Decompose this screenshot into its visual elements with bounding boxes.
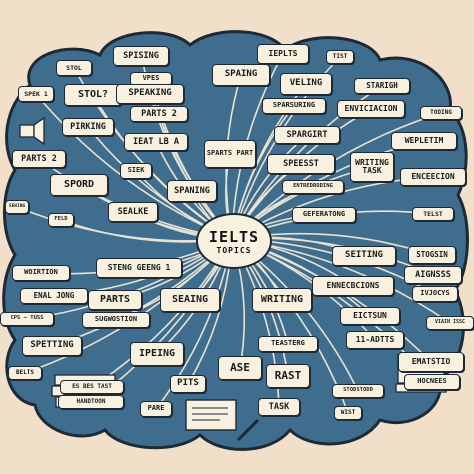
node-feld: FELD bbox=[48, 213, 74, 227]
node-toding: TODING bbox=[420, 106, 462, 120]
node-stol2: STOL? bbox=[64, 84, 122, 106]
node-wist: WIST bbox=[334, 406, 362, 420]
node-siek: SIEK bbox=[120, 163, 152, 179]
node-ivjocys: IVJOCYS bbox=[412, 286, 458, 302]
node-seiting: SEITING bbox=[332, 246, 396, 266]
node-cpsetuss: CPS – TUSS bbox=[0, 312, 54, 326]
node-ase: ASE bbox=[218, 356, 262, 380]
node-ieplts: IEPLTS bbox=[257, 44, 309, 64]
node-pits: PITS bbox=[170, 375, 206, 393]
node-starigh: STARIGH bbox=[354, 78, 410, 94]
node-eictsun: EICTSUN bbox=[340, 307, 400, 325]
node-geferatong: GEFERATONG bbox=[292, 207, 356, 223]
node-handtoon: HANDTOON bbox=[58, 395, 124, 409]
node-aignsss: AIGNSSS bbox=[404, 266, 462, 284]
node-rast: RAST bbox=[266, 364, 310, 388]
node-enaljong: ENAL JONG bbox=[20, 288, 88, 304]
node-ematstio: EMATSTIO bbox=[398, 352, 464, 372]
pencil-paper-icon bbox=[185, 399, 260, 442]
node-pirking: PIRKING bbox=[62, 118, 114, 136]
node-parts2b: PARTS 2 bbox=[130, 106, 188, 122]
node-telst: TELST bbox=[412, 207, 454, 221]
node-entredroding: ENTREDRODING bbox=[282, 180, 344, 194]
node-veling: VELING bbox=[280, 73, 332, 95]
node-speting: SPETTING bbox=[22, 336, 82, 356]
node-hocnees: HOCNEES bbox=[404, 374, 460, 390]
node-speesst: SPEESST bbox=[267, 154, 335, 174]
node-seaing: SEAING bbox=[160, 288, 220, 312]
node-belts: BELTS bbox=[8, 366, 42, 380]
node-spaning: SPANING bbox=[167, 180, 217, 202]
node-sealke: SEALKE bbox=[108, 202, 158, 222]
node-wepletim: WEPLETIM bbox=[391, 132, 457, 150]
node-woirtion: WOIRTION bbox=[12, 265, 70, 281]
central-subtitle: TOPICS bbox=[216, 245, 252, 255]
node-pare: PARE bbox=[140, 401, 172, 417]
node-spek1: SPEK 1 bbox=[18, 86, 54, 102]
node-writing: WRITING bbox=[252, 288, 312, 312]
node-sparsuring: SPARSURING bbox=[262, 98, 326, 114]
node-ipeing: IPEING bbox=[130, 342, 184, 366]
node-teasterg: TEASTERG bbox=[258, 336, 318, 352]
node-spord: SPORD bbox=[50, 174, 108, 196]
node-sugwostion: SUGWOSTION bbox=[82, 312, 150, 328]
node-parts2a: PARTS 2 bbox=[12, 150, 66, 168]
node-stodstodd: STODSTODD bbox=[332, 384, 384, 398]
node-spartspart: SPARTS PART bbox=[204, 140, 256, 168]
node-writingtask: WRITING TASK bbox=[350, 152, 394, 182]
node-steng: STENG GEENG 1 bbox=[96, 258, 182, 278]
node-parts: PARTS bbox=[88, 290, 142, 310]
node-enceecion: ENCEECION bbox=[400, 168, 466, 186]
node-adtts: 11-ADTTS bbox=[346, 331, 404, 349]
node-spargirt: SPARGIRT bbox=[274, 126, 340, 144]
node-task: TASK bbox=[258, 398, 300, 416]
central-topic: IELTS TOPICS bbox=[196, 213, 272, 269]
node-enviciacion: ENVICIACION bbox=[337, 100, 405, 118]
speaker-icon bbox=[19, 116, 45, 146]
node-stol1: STOL bbox=[56, 60, 92, 76]
node-spaingtop: SPAING bbox=[212, 64, 270, 86]
node-speaking: SPEAKING bbox=[116, 84, 184, 104]
node-ieatlba: IEAT LB A bbox=[124, 133, 188, 151]
central-title: IELTS bbox=[208, 227, 260, 246]
node-encebcions: ENNECBCIONS bbox=[312, 276, 394, 296]
node-eseestast: ES BES TAST bbox=[60, 380, 124, 394]
node-viain: VIAIN ISSC bbox=[426, 316, 474, 330]
node-sewing: SEWING bbox=[5, 200, 29, 214]
node-stogsin: STOGSIN bbox=[408, 246, 456, 264]
node-tist: TIST bbox=[326, 50, 354, 64]
node-spising: SPISING bbox=[113, 46, 169, 66]
